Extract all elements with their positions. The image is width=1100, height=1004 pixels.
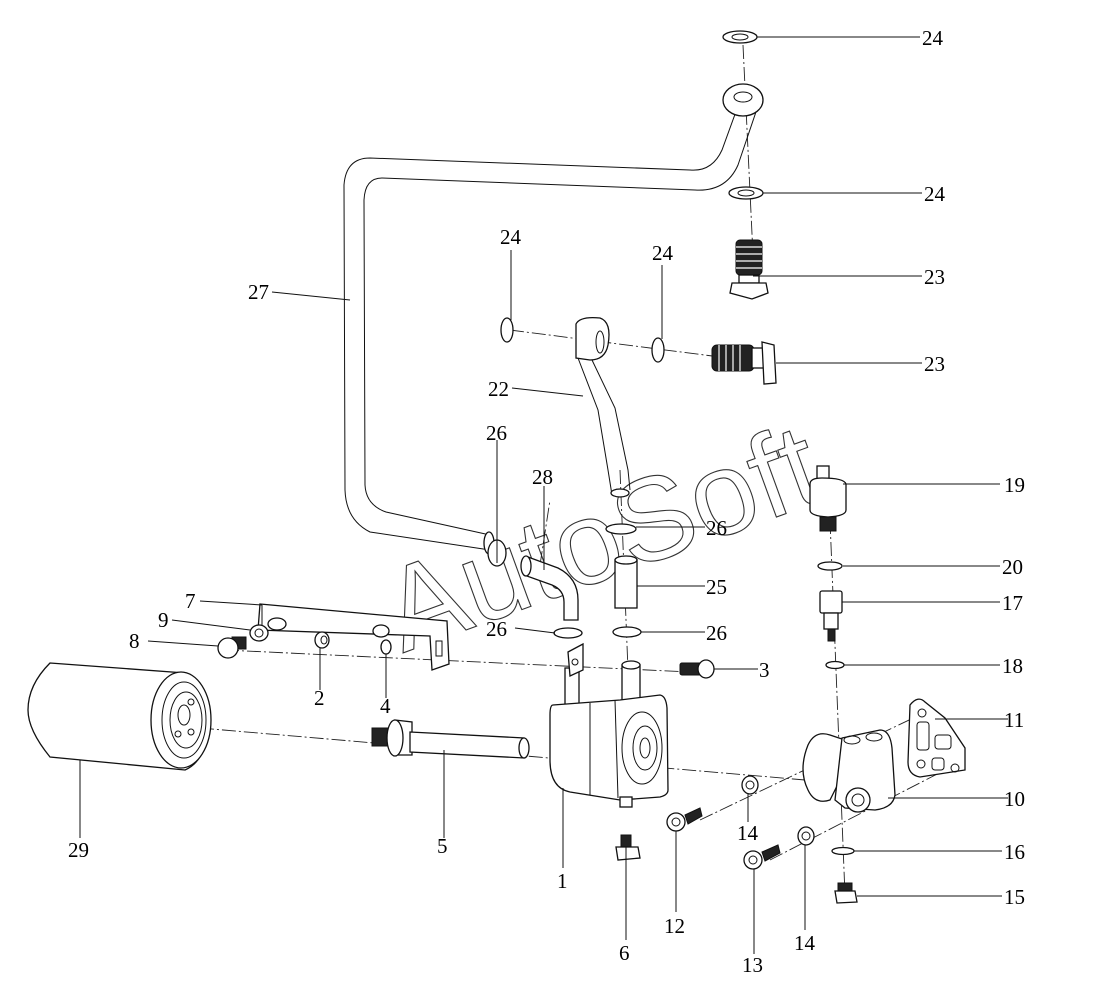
part-23-banjo-bolt-vertical[interactable] — [729, 239, 769, 300]
part-4-washer[interactable] — [380, 639, 392, 655]
part-13-bolt[interactable] — [743, 844, 781, 870]
leader-lines — [79, 36, 1008, 954]
callout-24[interactable]: 24 — [924, 182, 946, 206]
callout-11[interactable]: 11 — [1004, 708, 1024, 732]
callout-24[interactable]: 24 — [652, 241, 674, 265]
callout-1[interactable]: 1 — [557, 869, 568, 893]
part-18-seal-ring[interactable] — [825, 660, 845, 670]
part-9-washer[interactable] — [249, 624, 269, 642]
part-19-pressure-sensor[interactable] — [809, 465, 847, 532]
callout-7[interactable]: 7 — [185, 589, 196, 613]
callout-labels: 24 24 23 24 24 23 27 22 26 28 26 25 26 2… — [68, 26, 1025, 977]
callout-8[interactable]: 8 — [129, 629, 140, 653]
callout-23[interactable]: 23 — [924, 352, 945, 376]
callout-20[interactable]: 20 — [1002, 555, 1023, 579]
callout-12[interactable]: 12 — [664, 914, 685, 938]
part-26-clamp-lower-right[interactable] — [612, 626, 642, 638]
part-24-washer-top[interactable] — [722, 30, 758, 44]
part-24-washer-right[interactable] — [651, 337, 665, 363]
part-1-oil-cooler[interactable] — [549, 642, 669, 808]
part-14-washer-upper[interactable] — [741, 775, 759, 795]
callout-14[interactable]: 14 — [737, 821, 759, 845]
callout-15[interactable]: 15 — [1004, 885, 1025, 909]
part-25-straight-hose[interactable] — [614, 555, 638, 609]
callout-23[interactable]: 23 — [924, 265, 945, 289]
callout-29[interactable]: 29 — [68, 838, 89, 862]
callout-26[interactable]: 26 — [486, 617, 507, 641]
part-6-drain-fitting[interactable] — [615, 834, 641, 861]
part-23-banjo-bolt-horizontal[interactable] — [711, 341, 777, 385]
callout-6[interactable]: 6 — [619, 941, 630, 965]
callout-27[interactable]: 27 — [248, 280, 269, 304]
callout-28[interactable]: 28 — [532, 465, 553, 489]
callout-9[interactable]: 9 — [158, 608, 169, 632]
part-2-nut[interactable] — [314, 631, 330, 649]
part-8-bolt[interactable] — [217, 636, 247, 659]
part-24-washer-mid[interactable] — [728, 186, 764, 200]
part-12-bolt[interactable] — [666, 807, 703, 832]
callout-17[interactable]: 17 — [1002, 591, 1023, 615]
callout-10[interactable]: 10 — [1004, 787, 1025, 811]
part-10-valve-housing[interactable] — [802, 729, 896, 813]
callout-22[interactable]: 22 — [488, 377, 509, 401]
part-26-clamp-upper-right[interactable] — [605, 523, 637, 535]
callout-14[interactable]: 14 — [794, 931, 816, 955]
part-3-bolt[interactable] — [679, 659, 715, 679]
part-29-oil-filter[interactable] — [27, 662, 212, 771]
part-15-plug[interactable] — [834, 882, 858, 904]
callout-25[interactable]: 25 — [706, 575, 727, 599]
part-14-washer-lower[interactable] — [797, 826, 815, 846]
callout-26[interactable]: 26 — [486, 421, 507, 445]
part-7-bracket[interactable] — [257, 603, 450, 671]
callout-3[interactable]: 3 — [759, 658, 770, 682]
callout-19[interactable]: 19 — [1004, 473, 1025, 497]
part-26-clamp-lower-left[interactable] — [553, 627, 583, 639]
callout-4[interactable]: 4 — [380, 694, 391, 718]
callout-16[interactable]: 16 — [1004, 840, 1025, 864]
callout-18[interactable]: 18 — [1002, 654, 1023, 678]
part-17-adapter[interactable] — [819, 590, 843, 642]
part-11-gasket[interactable] — [907, 698, 966, 778]
callout-26[interactable]: 26 — [706, 621, 727, 645]
callout-5[interactable]: 5 — [437, 834, 448, 858]
part-16-seal-ring[interactable] — [831, 846, 855, 856]
callout-24[interactable]: 24 — [922, 26, 944, 50]
part-24-washer-left[interactable] — [500, 317, 514, 343]
part-20-seal-ring[interactable] — [817, 561, 843, 571]
callout-24[interactable]: 24 — [500, 225, 522, 249]
callout-13[interactable]: 13 — [742, 953, 763, 977]
part-27-oil-pipe[interactable] — [343, 83, 764, 555]
part-22-short-pipe[interactable] — [575, 316, 631, 498]
part-5-center-pipe[interactable] — [371, 719, 530, 759]
callout-26[interactable]: 26 — [706, 516, 727, 540]
part-28-elbow-hose[interactable] — [520, 555, 579, 621]
callout-2[interactable]: 2 — [314, 686, 325, 710]
